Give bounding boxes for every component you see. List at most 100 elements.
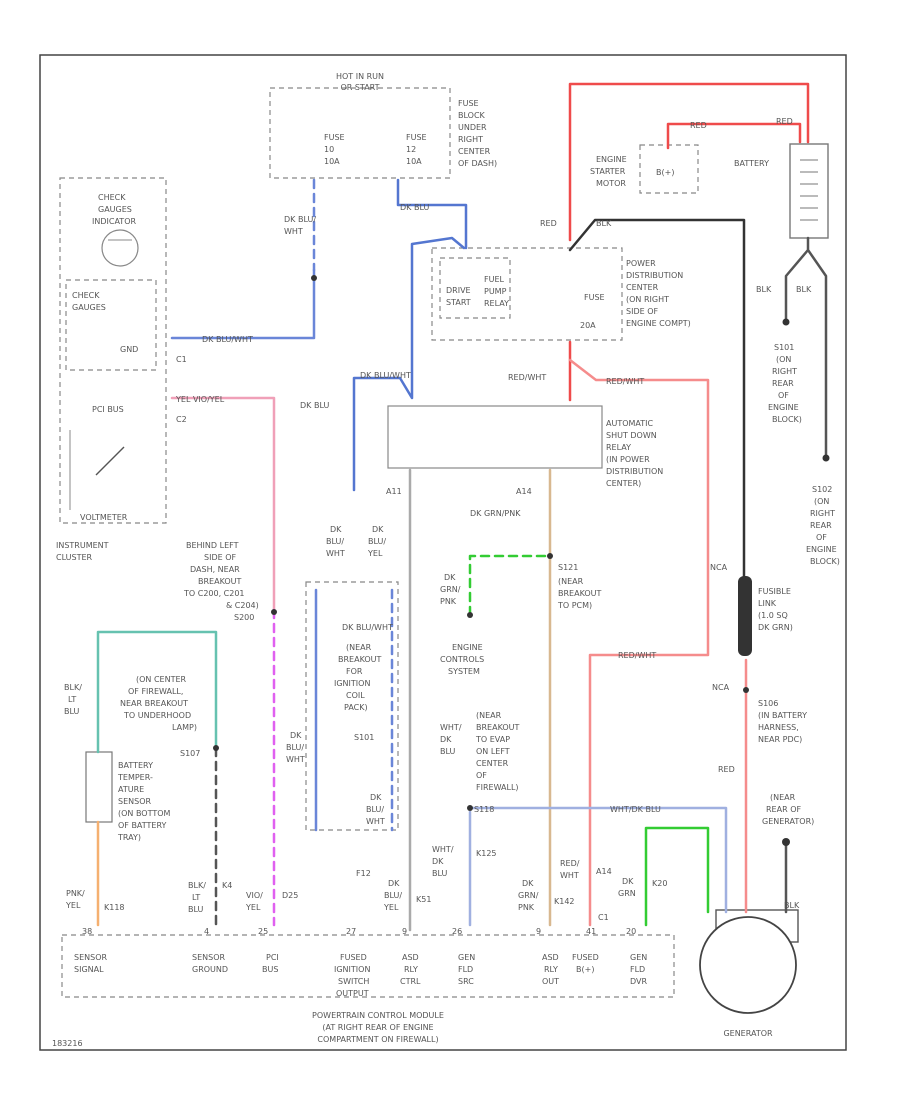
power-distribution-center-label: POWER DISTRIBUTION CENTER (ON RIGHT SIDE… <box>626 259 691 328</box>
svg-text:DASH, NEAR: DASH, NEAR <box>190 565 240 574</box>
svg-text:INSTRUMENT: INSTRUMENT <box>56 541 109 550</box>
svg-text:LT: LT <box>192 893 200 902</box>
svg-text:CENTER: CENTER <box>476 759 509 768</box>
diagram-frame <box>39 54 847 1051</box>
dk-grn-label: DK GRN <box>618 877 636 898</box>
dk-blu-wht-label-5: DK BLU/WHT <box>342 623 393 632</box>
svg-text:BLU: BLU <box>440 747 456 756</box>
svg-text:GAUGES: GAUGES <box>72 303 106 312</box>
svg-text:RIGHT: RIGHT <box>772 367 797 376</box>
start-label: START <box>446 298 471 307</box>
blk-label-b2: BLK <box>784 901 800 910</box>
svg-text:OF: OF <box>476 771 487 780</box>
svg-text:ENGINE: ENGINE <box>596 155 627 164</box>
red-wht-label-c2: RED/WHT <box>618 651 656 660</box>
pcm-asd-rly-ctrl: ASD RLY CTRL <box>400 953 421 986</box>
battery-temp-sensor-body <box>85 751 113 823</box>
wire-red-starter <box>666 122 802 150</box>
pcm-fused-bplus: FUSED B(+) <box>572 953 599 974</box>
pcm-pci-bus: PCI BUS <box>262 953 279 974</box>
k20-label: K20 <box>652 879 667 888</box>
ignition-breakout-box <box>305 581 399 831</box>
svg-text:NEAR PDC): NEAR PDC) <box>758 735 802 744</box>
svg-text:RLY: RLY <box>544 965 558 974</box>
pcm-asd-rly-out: ASD RLY OUT <box>542 953 559 986</box>
near-breakout-evap-label: (NEAR BREAKOUT TO EVAP ON LEFT CENTER OF… <box>475 711 520 792</box>
svg-text:RIGHT: RIGHT <box>458 135 483 144</box>
svg-text:TRAY): TRAY) <box>117 833 141 842</box>
s121-label: S121 <box>558 563 578 572</box>
svg-text:(ON RIGHT: (ON RIGHT <box>626 295 669 304</box>
svg-text:ON LEFT: ON LEFT <box>476 747 510 756</box>
gnd-label: GND <box>120 345 138 354</box>
svg-text:POWER: POWER <box>626 259 656 268</box>
svg-text:BLU/: BLU/ <box>286 743 304 752</box>
blk-lt-blu-label-a: BLK/ LT BLU <box>64 683 82 716</box>
k51-label: K51 <box>416 895 431 904</box>
wire-red-wht-right <box>568 358 710 927</box>
svg-text:RELAY: RELAY <box>484 299 509 308</box>
svg-text:WHT: WHT <box>286 755 305 764</box>
svg-text:GRN: GRN <box>618 889 636 898</box>
power-distribution-center-box <box>431 247 623 341</box>
svg-text:RED/: RED/ <box>560 859 580 868</box>
svg-text:9: 9 <box>402 927 407 936</box>
wire-green-gen <box>644 826 710 927</box>
svg-text:BLK/: BLK/ <box>64 683 82 692</box>
svg-text:FLD: FLD <box>458 965 473 974</box>
asd-relay-label: AUTOMATIC SHUT DOWN RELAY (IN POWER DIST… <box>606 419 663 488</box>
svg-text:WHT/: WHT/ <box>432 845 454 854</box>
svg-text:IGNITION: IGNITION <box>334 965 370 974</box>
svg-text:PNK/: PNK/ <box>66 889 85 898</box>
check-gauges-label: CHECK GAUGES <box>72 291 106 312</box>
svg-text:WHT: WHT <box>560 871 579 880</box>
svg-text:BLU: BLU <box>432 869 448 878</box>
svg-text:CENTER: CENTER <box>458 147 491 156</box>
blk-label-c: BLK <box>796 285 812 294</box>
svg-text:26: 26 <box>452 927 462 936</box>
dk-blu-wht-label-7: DK BLU/ WHT <box>366 793 385 826</box>
svg-text:S101: S101 <box>354 733 374 742</box>
svg-text:POWERTRAIN CONTROL MODULE: POWERTRAIN CONTROL MODULE <box>312 1011 444 1020</box>
svg-text:AUTOMATIC: AUTOMATIC <box>606 419 654 428</box>
wire-black-battery-gnd <box>784 236 828 460</box>
svg-text:YEL: YEL <box>383 903 399 912</box>
svg-text:RLY: RLY <box>404 965 418 974</box>
s118-label: S118 <box>474 805 494 814</box>
svg-text:(IN BATTERY: (IN BATTERY <box>758 711 807 720</box>
svg-text:OUTPUT: OUTPUT <box>336 989 369 998</box>
svg-text:OF DASH): OF DASH) <box>458 159 497 168</box>
red-wht-label-b: RED/WHT <box>606 377 644 386</box>
c1-label-b: C1 <box>598 913 609 922</box>
wire-black-fusible <box>568 218 746 580</box>
svg-text:TEMPER-: TEMPER- <box>117 773 153 782</box>
svg-text:BREAKOUT: BREAKOUT <box>198 577 242 586</box>
a14b-label: A14 <box>596 867 612 876</box>
wire-red-battery <box>568 82 810 242</box>
svg-text:ATURE: ATURE <box>118 785 144 794</box>
drive-label: DRIVE <box>446 286 471 295</box>
svg-text:LAMP): LAMP) <box>172 723 197 732</box>
nca-label: NCA <box>710 563 728 572</box>
svg-text:DK: DK <box>388 879 400 888</box>
svg-text:S101: S101 <box>774 343 794 352</box>
svg-text:(NEAR: (NEAR <box>476 711 502 720</box>
hot-in-run-sub-label: OR START <box>340 83 379 92</box>
svg-text:DK: DK <box>370 793 382 802</box>
nca-label-b: NCA <box>712 683 730 692</box>
fusible-link-label: FUSIBLE LINK (1.0 SQ DK GRN) <box>758 587 793 632</box>
svg-text:SIDE OF: SIDE OF <box>626 307 658 316</box>
svg-text:TO UNDERHOOD: TO UNDERHOOD <box>123 711 191 720</box>
generator-label: GENERATOR <box>723 1029 773 1038</box>
dk-blu-wht-label-6: DK BLU/ WHT <box>286 731 305 764</box>
fusible-link-icon <box>738 576 752 656</box>
svg-text:SENSOR: SENSOR <box>74 953 107 962</box>
svg-text:ENGINE COMPT): ENGINE COMPT) <box>626 319 691 328</box>
svg-text:BREAKOUT: BREAKOUT <box>558 589 602 598</box>
fuse-c-amp: 20A <box>580 321 596 330</box>
svg-text:FIREWALL): FIREWALL) <box>476 783 519 792</box>
svg-text:STARTER: STARTER <box>590 167 626 176</box>
svg-text:COIL: COIL <box>346 691 365 700</box>
battery-temp-sensor-label: BATTERY TEMPER- ATURE SENSOR (ON BOTTOM … <box>117 761 171 842</box>
svg-text:FUSE: FUSE <box>458 99 479 108</box>
